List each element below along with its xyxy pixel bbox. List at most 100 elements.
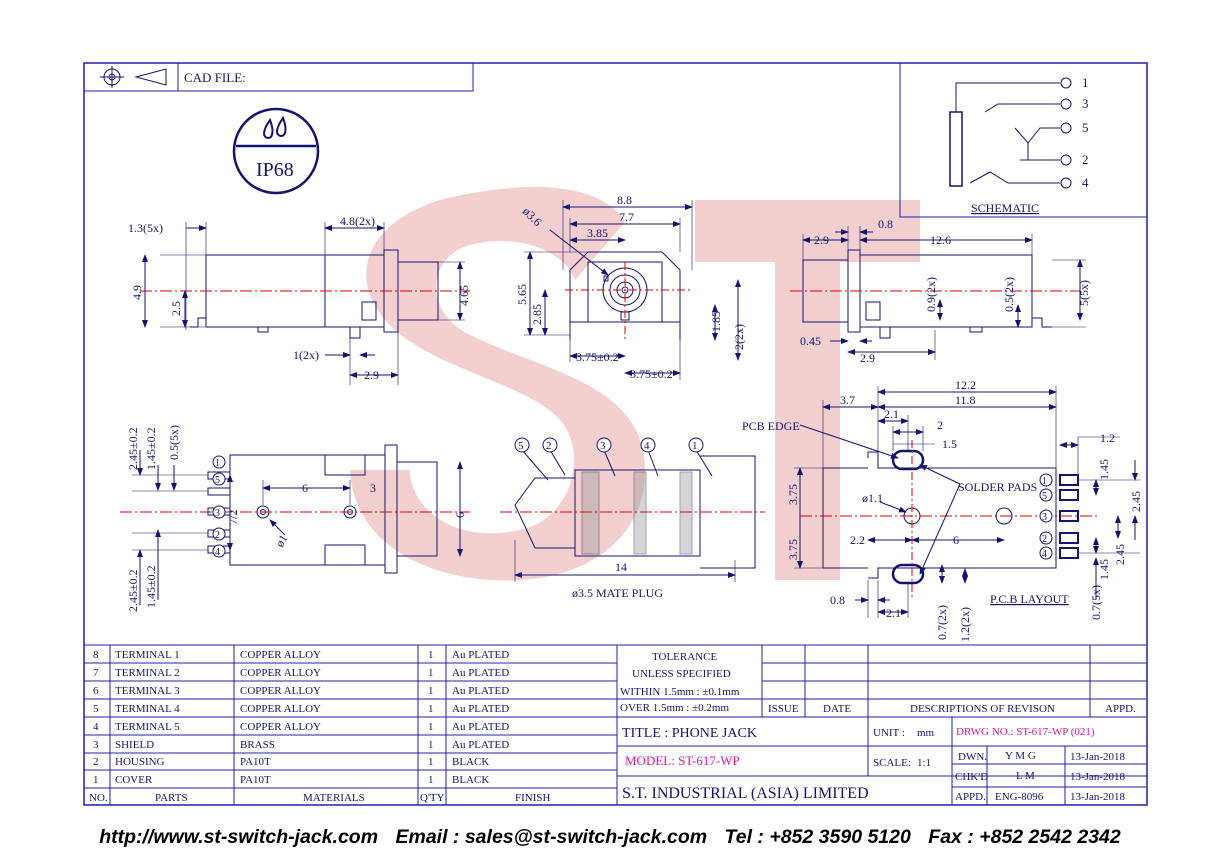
dim-label: 1.45±0.2 bbox=[144, 427, 158, 470]
dim-label: 4.8(2x) bbox=[340, 214, 375, 228]
bom-row: 8 TERMINAL 1 COPPER ALLOY 1 Au PLATED bbox=[93, 649, 509, 661]
scale-value: 1:1 bbox=[917, 757, 931, 769]
solder-pads-label: SOLDER PADS bbox=[958, 480, 1037, 494]
bom-finish: BLACK bbox=[452, 756, 489, 768]
bom-no: 3 bbox=[93, 739, 99, 751]
bom-part: TERMINAL 4 bbox=[115, 703, 180, 715]
dim-label: 1.5 bbox=[942, 437, 957, 451]
bom-header-row: NO. PARTS MATERIALS Q'TY FINISH bbox=[89, 792, 551, 804]
revision-desc-header: DESCRIPTIONS OF REVISON bbox=[910, 703, 1055, 715]
mate-plug bbox=[500, 449, 765, 582]
terminal-number: 4 bbox=[215, 547, 220, 558]
dim-label: 4.65 bbox=[457, 285, 471, 306]
dim-label: 2.9 bbox=[814, 233, 829, 247]
bom-part: COVER bbox=[115, 774, 153, 786]
contact-footer: http://www.st-switch-jack.com Email : sa… bbox=[0, 826, 1232, 849]
model-name: MODEL: ST-617-WP bbox=[625, 753, 740, 768]
bom-finish: Au PLATED bbox=[452, 721, 509, 733]
chkd-date: 13-Jan-2018 bbox=[1070, 771, 1125, 783]
bom-qty: 1 bbox=[428, 685, 434, 697]
bom-no: 2 bbox=[93, 756, 99, 768]
dim-label: 1.2(2x) bbox=[958, 607, 972, 642]
dim-label: 2.1 bbox=[886, 606, 901, 620]
bom-qty: 1 bbox=[428, 739, 434, 751]
bom-qty: 1 bbox=[428, 667, 434, 679]
bom-material: PA10T bbox=[240, 756, 271, 768]
bom-part: TERMINAL 5 bbox=[115, 721, 180, 733]
bom-header-materials: MATERIALS bbox=[303, 792, 365, 804]
revision-appd-header: APPD. bbox=[1105, 703, 1136, 715]
dim-label: 1(2x) bbox=[293, 348, 319, 362]
dim-label: 0.5(2x) bbox=[1002, 277, 1016, 312]
bom-no: 1 bbox=[93, 774, 99, 786]
bom-no: 8 bbox=[93, 649, 99, 661]
bom-header-finish: FINISH bbox=[515, 792, 551, 804]
ip68-badge: IP68 bbox=[232, 107, 320, 195]
bom-qty: 1 bbox=[428, 774, 434, 786]
dim-label: 3.75 bbox=[786, 539, 800, 560]
dim-label: 3.75±0.2 bbox=[630, 367, 673, 381]
bom-row: 6 TERMINAL 3 COPPER ALLOY 1 Au PLATED bbox=[93, 685, 509, 697]
dim-label: 12.2 bbox=[955, 378, 976, 392]
dim-label: 1.3(5x) bbox=[128, 221, 163, 235]
pad-number: 2 bbox=[1042, 534, 1047, 545]
bom-qty: 1 bbox=[428, 649, 434, 661]
bom-no: 5 bbox=[93, 703, 99, 715]
tolerance-over: OVER 1.5mm : ±0.2mm bbox=[620, 702, 729, 714]
schematic-pin-label: 3 bbox=[1082, 96, 1089, 111]
dim-label: 2.1 bbox=[884, 407, 899, 421]
dim-label: 6 bbox=[453, 512, 467, 518]
appd-date: 13-Jan-2018 bbox=[1070, 791, 1125, 803]
watermark-s-letter bbox=[350, 187, 646, 581]
email-text[interactable]: Email : sales@st-switch-jack.com bbox=[395, 826, 708, 848]
dim-label: 2.45 bbox=[1129, 491, 1143, 512]
dim-label: 12.6 bbox=[930, 233, 951, 247]
bom-part: HOUSING bbox=[115, 756, 165, 768]
dim-label: 3.7 bbox=[840, 393, 855, 407]
chkd-label: CHK'D bbox=[955, 771, 988, 783]
drawing-title: TITLE : PHONE JACK bbox=[622, 726, 757, 741]
bom-finish: Au PLATED bbox=[452, 649, 509, 661]
dim-label: 0.9(2x) bbox=[924, 277, 938, 312]
dim-label: 2(2x) bbox=[732, 324, 746, 350]
cad-header: CAD FILE: bbox=[83, 62, 474, 92]
plug-part-number: 5 bbox=[518, 440, 524, 452]
bom-material: COPPER ALLOY bbox=[240, 721, 321, 733]
dim-label: 2.9 bbox=[860, 351, 875, 365]
pad-number: 5 bbox=[1042, 491, 1047, 502]
drawing-number: DRWG NO.: ST-617-WP (021) bbox=[956, 726, 1095, 738]
bom-no: 4 bbox=[93, 721, 99, 733]
pcb-layout-caption: P.C.B LAYOUT bbox=[990, 592, 1069, 606]
bom-finish: Au PLATED bbox=[452, 667, 509, 679]
cad-file-label: CAD FILE: bbox=[184, 70, 246, 85]
schematic-block: 1 3 5 2 4 SCHEMATIC bbox=[899, 62, 1148, 218]
bom-part: TERMINAL 1 bbox=[115, 649, 180, 661]
schematic-pin-label: 5 bbox=[1082, 120, 1089, 135]
appd-value: ENG-8096 bbox=[995, 791, 1044, 803]
bom-finish: Au PLATED bbox=[452, 739, 509, 751]
water-drops-icon bbox=[263, 115, 287, 140]
website-link[interactable]: http://www.st-switch-jack.com bbox=[99, 826, 379, 848]
dim-label: 2.2 bbox=[850, 533, 865, 547]
bom-no: 6 bbox=[93, 685, 99, 697]
telephone-text: Tel : +852 3590 5120 bbox=[724, 826, 911, 848]
plug-part-number: 4 bbox=[644, 440, 650, 452]
dim-label: 0.7(2x) bbox=[935, 605, 949, 640]
projection-cone-icon bbox=[134, 68, 167, 86]
ip68-text: IP68 bbox=[256, 159, 294, 181]
dim-label: 3 bbox=[370, 481, 376, 495]
plug-part-markers bbox=[514, 437, 704, 453]
company-name: S.T. INDUSTRIAL (ASIA) LIMITED bbox=[622, 785, 869, 802]
title-block-grid bbox=[617, 645, 1147, 805]
dim-label: 2 bbox=[937, 418, 943, 432]
dim-label: 5.65 bbox=[515, 284, 529, 305]
pcb-edge-label: PCB EDGE bbox=[742, 419, 800, 433]
dim-label: ø1 bbox=[272, 532, 290, 549]
terminal-number-markers bbox=[212, 455, 226, 558]
bom-part: TERMINAL 3 bbox=[115, 685, 180, 697]
dim-label: 5(5x) bbox=[1077, 280, 1091, 306]
dim-label: 3.75±0.2 bbox=[576, 350, 619, 364]
bom-row: 3 SHIELD BRASS 1 Au PLATED bbox=[93, 739, 509, 751]
side-view-left bbox=[140, 222, 470, 385]
